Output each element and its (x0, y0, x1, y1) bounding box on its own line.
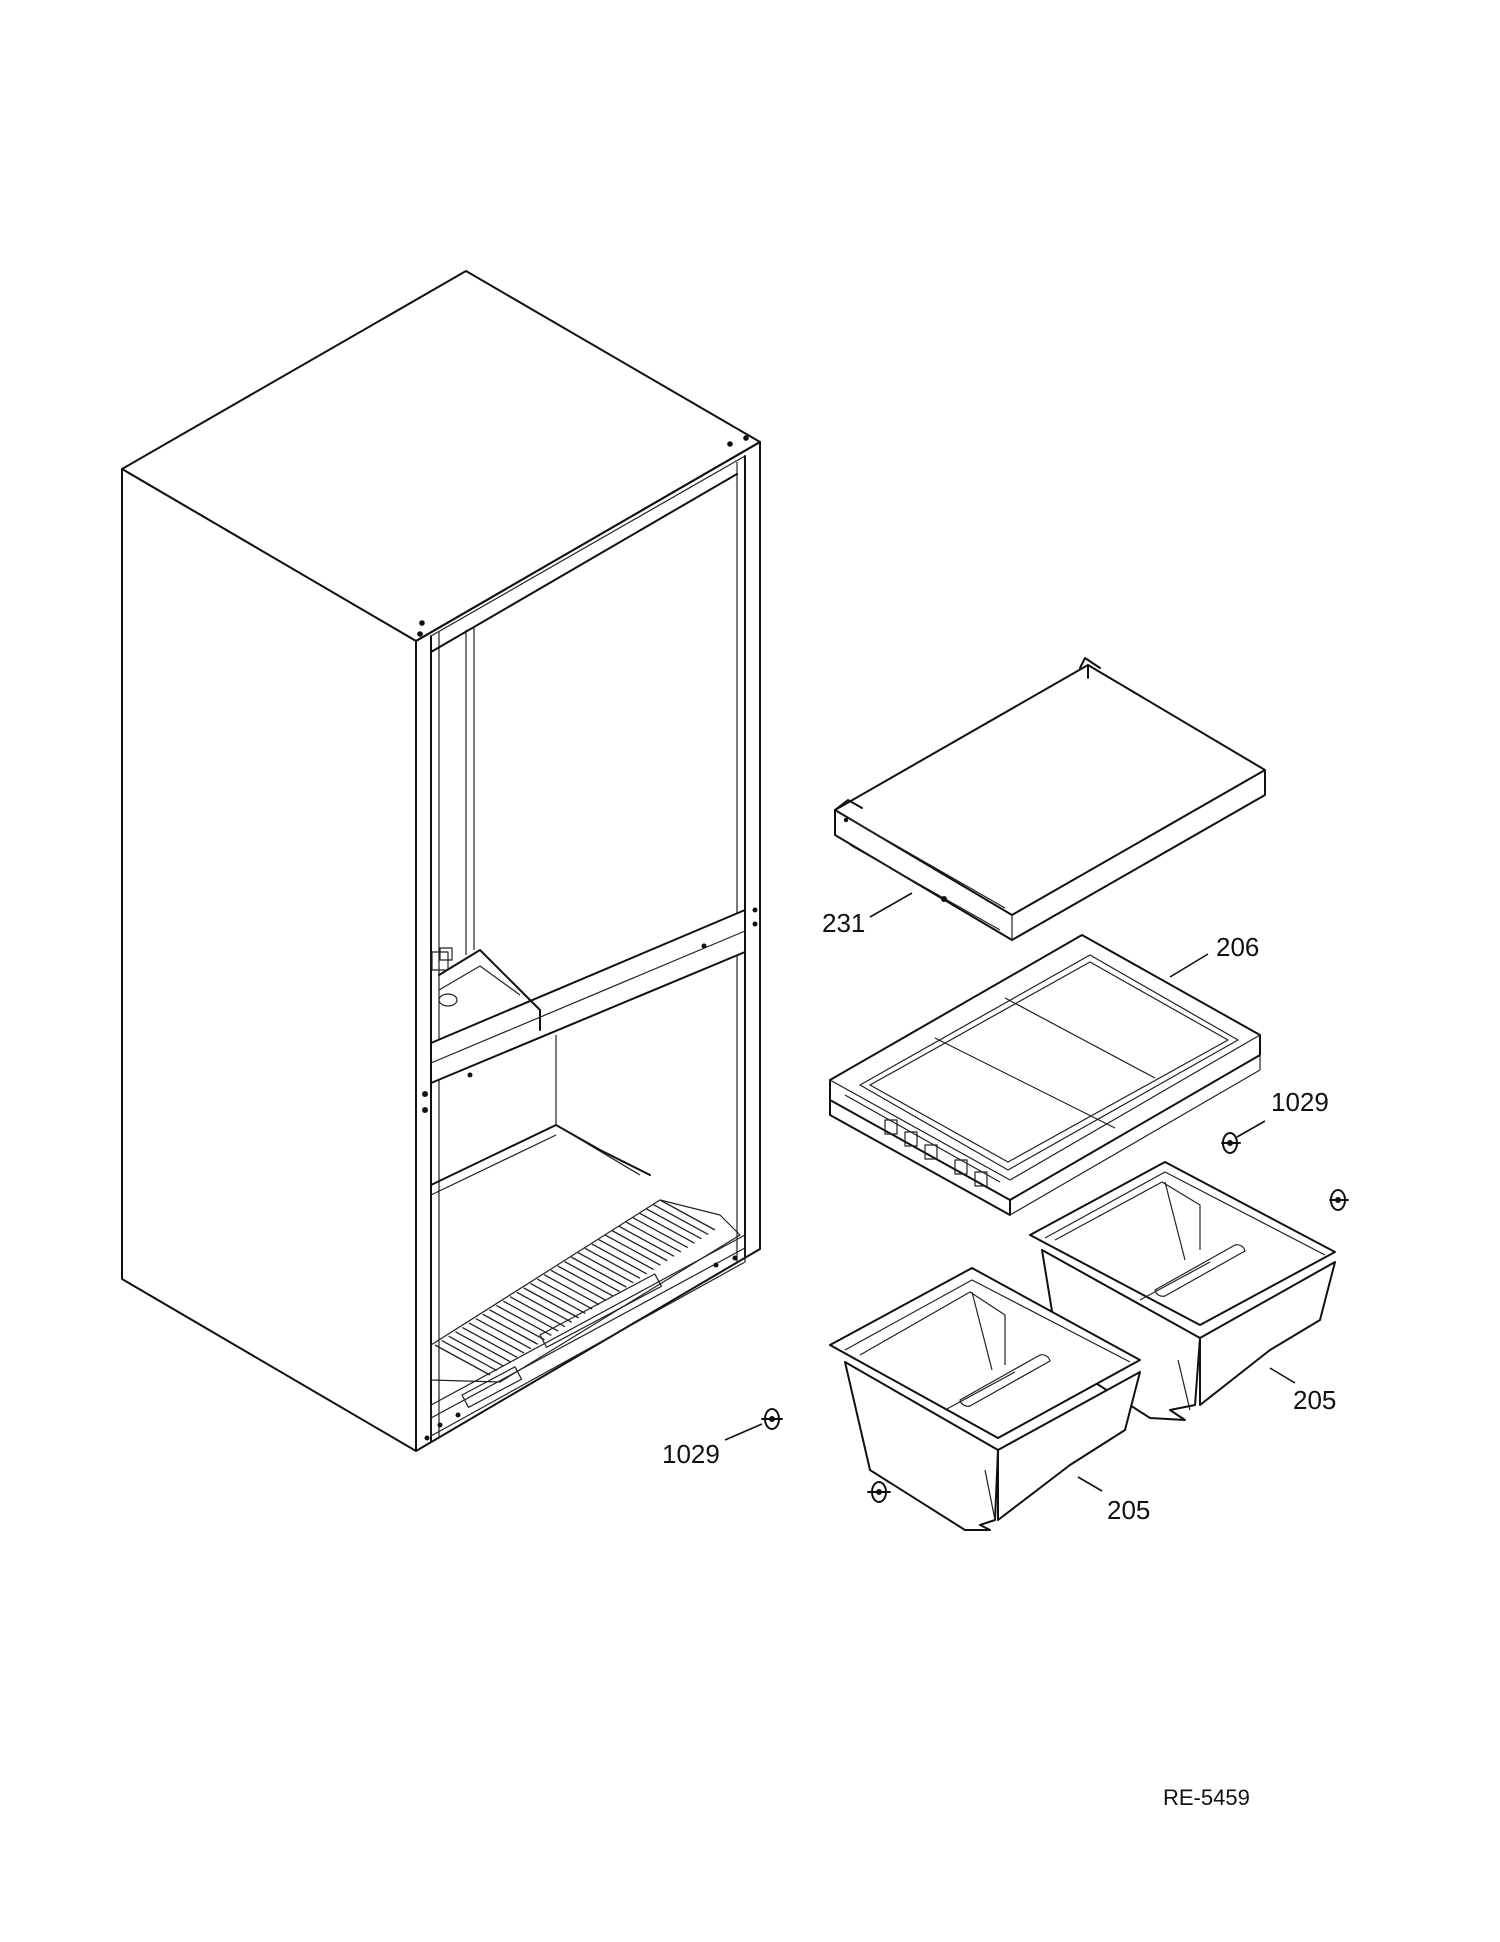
grille-slat (591, 1243, 648, 1275)
grille-slat (639, 1212, 695, 1244)
grille-slat (468, 1322, 525, 1354)
callout-205-right: 205 (1293, 1385, 1336, 1415)
leader-1029b (724, 1423, 763, 1441)
roller-lower-left (761, 1408, 783, 1430)
grille-slat (482, 1313, 539, 1345)
grille-slat (461, 1326, 518, 1358)
roller-upper-right (1221, 1132, 1241, 1154)
leader-205b (1077, 1476, 1103, 1492)
grille-slat (605, 1234, 661, 1266)
floor-grille (434, 1199, 716, 1376)
grille-slat (523, 1287, 579, 1319)
grille-slat (441, 1340, 498, 1372)
grille-slat (516, 1291, 573, 1323)
grille-slat (611, 1230, 668, 1262)
crisper-drawer-left (829, 1267, 1141, 1531)
grille-slat (530, 1282, 586, 1315)
crisper-cover-part (829, 934, 1261, 1216)
grille-slat (598, 1238, 654, 1271)
grille-slat (625, 1221, 682, 1253)
grille-slat (577, 1252, 634, 1284)
callout-231: 231 (822, 908, 865, 938)
shelf-part (834, 657, 1266, 941)
crisper-drawer-right (1029, 1161, 1336, 1421)
grille-slat (557, 1265, 614, 1297)
grille-slat (550, 1269, 607, 1301)
grille-slat (502, 1300, 559, 1332)
grille-slat (632, 1217, 689, 1249)
grille-slat (489, 1309, 545, 1341)
grille-slat (646, 1208, 702, 1240)
leader-1029a (1236, 1120, 1266, 1138)
grille-slat (659, 1199, 716, 1231)
callout-1029-upper: 1029 (1271, 1087, 1329, 1117)
grille-slat (509, 1296, 566, 1328)
callout-205-left: 205 (1107, 1495, 1150, 1525)
grille-slat (536, 1278, 593, 1310)
grille-slat (455, 1331, 511, 1363)
grille-slat (448, 1335, 504, 1367)
leader-206 (1169, 953, 1209, 978)
callout-206: 206 (1216, 932, 1259, 962)
refrigerator-cabinet (121, 270, 761, 1452)
roller-bottom (867, 1481, 891, 1503)
grille-slat (652, 1203, 709, 1235)
diagram-reference-code: RE-5459 (1163, 1785, 1250, 1810)
grille-slat (434, 1344, 491, 1376)
grille-slat (496, 1304, 552, 1337)
grille-slat (571, 1256, 627, 1288)
roller-far-right (1329, 1189, 1349, 1211)
callout-1029-lower: 1029 (662, 1439, 720, 1469)
grille-slat (584, 1247, 641, 1279)
grille-slat (564, 1260, 620, 1293)
grille-slat (475, 1318, 532, 1350)
leader-205a (1269, 1367, 1296, 1384)
grille-slat (543, 1274, 600, 1306)
leader-231 (869, 892, 913, 918)
grille-slat (618, 1225, 675, 1257)
